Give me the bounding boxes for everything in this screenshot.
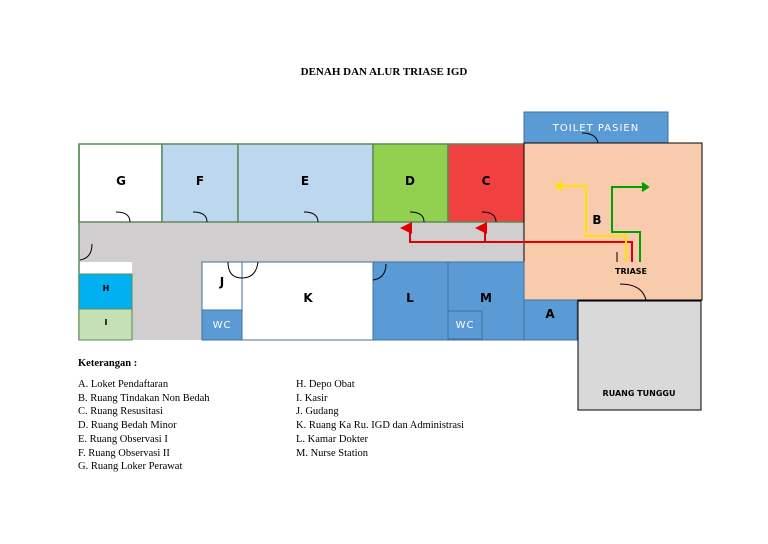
- label-c: C: [482, 174, 491, 188]
- door-arcs: [79, 132, 647, 301]
- wc-1: [201, 309, 243, 341]
- room-f: [161, 143, 239, 223]
- toilet-label: TOILET PASIEN: [552, 123, 639, 134]
- legend-left-list: A. Loket Pendaftaran B. Ruang Tindakan N…: [78, 378, 210, 474]
- triase-label: TRIASE: [615, 267, 647, 276]
- wc-2-label: WC: [456, 320, 475, 331]
- label-d: D: [405, 174, 415, 188]
- label-f: F: [196, 174, 204, 188]
- label-a: A: [545, 307, 555, 321]
- ruang-tunggu-label: RUANG TUNGGU: [603, 389, 676, 398]
- legend-right-list: H. Depo Obat I. Kasir J. Gudang K. Ruang…: [296, 378, 464, 460]
- legend-item: D. Ruang Bedah Minor: [78, 420, 177, 432]
- legend-title: Keterangan :: [78, 358, 138, 369]
- legend-item: K. Ruang Ka Ru. IGD dan Administrasi: [296, 420, 464, 432]
- label-e: E: [301, 174, 309, 188]
- legend-item: B. Ruang Tindakan Non Bedah: [78, 392, 210, 404]
- legend-item: L. Kamar Dokter: [296, 433, 369, 445]
- page-title: DENAH DAN ALUR TRIASE IGD: [300, 66, 468, 78]
- room-h: [78, 273, 133, 310]
- room-a: [523, 299, 578, 341]
- legend-item: J. Gudang: [296, 406, 339, 418]
- legend-item: C. Ruang Resusitasi: [78, 406, 163, 418]
- wc-2: [447, 310, 483, 340]
- room-i: [78, 308, 133, 341]
- legend-item: M. Nurse Station: [296, 447, 369, 459]
- label-b: B: [592, 213, 601, 227]
- legend-item: I. Kasir: [296, 392, 328, 404]
- label-g: G: [116, 174, 126, 188]
- label-h: H: [103, 284, 110, 293]
- legend-item: E. Ruang Observasi I: [78, 433, 168, 445]
- room-c: [447, 143, 526, 223]
- label-k: K: [303, 291, 313, 305]
- label-m: M: [480, 291, 492, 305]
- wc-1-label: WC: [213, 320, 232, 331]
- legend-item: H. Depo Obat: [296, 379, 355, 390]
- room-e: [237, 143, 374, 223]
- label-i: I: [105, 318, 108, 327]
- red-flow-arrow: [400, 222, 633, 262]
- ruang-tunggu: [577, 300, 702, 411]
- label-l: L: [406, 291, 414, 305]
- legend-item: F. Ruang Observasi II: [78, 447, 170, 459]
- yellow-flow-arrow: [554, 181, 627, 262]
- room-l: [372, 261, 449, 341]
- corridor-left-branch: [132, 262, 202, 340]
- green-flow-arrow: [611, 182, 650, 262]
- label-j: J: [219, 275, 224, 289]
- legend-item: G. Ruang Loker Perawat: [78, 461, 183, 473]
- legend-item: A. Loket Pendaftaran: [78, 379, 169, 390]
